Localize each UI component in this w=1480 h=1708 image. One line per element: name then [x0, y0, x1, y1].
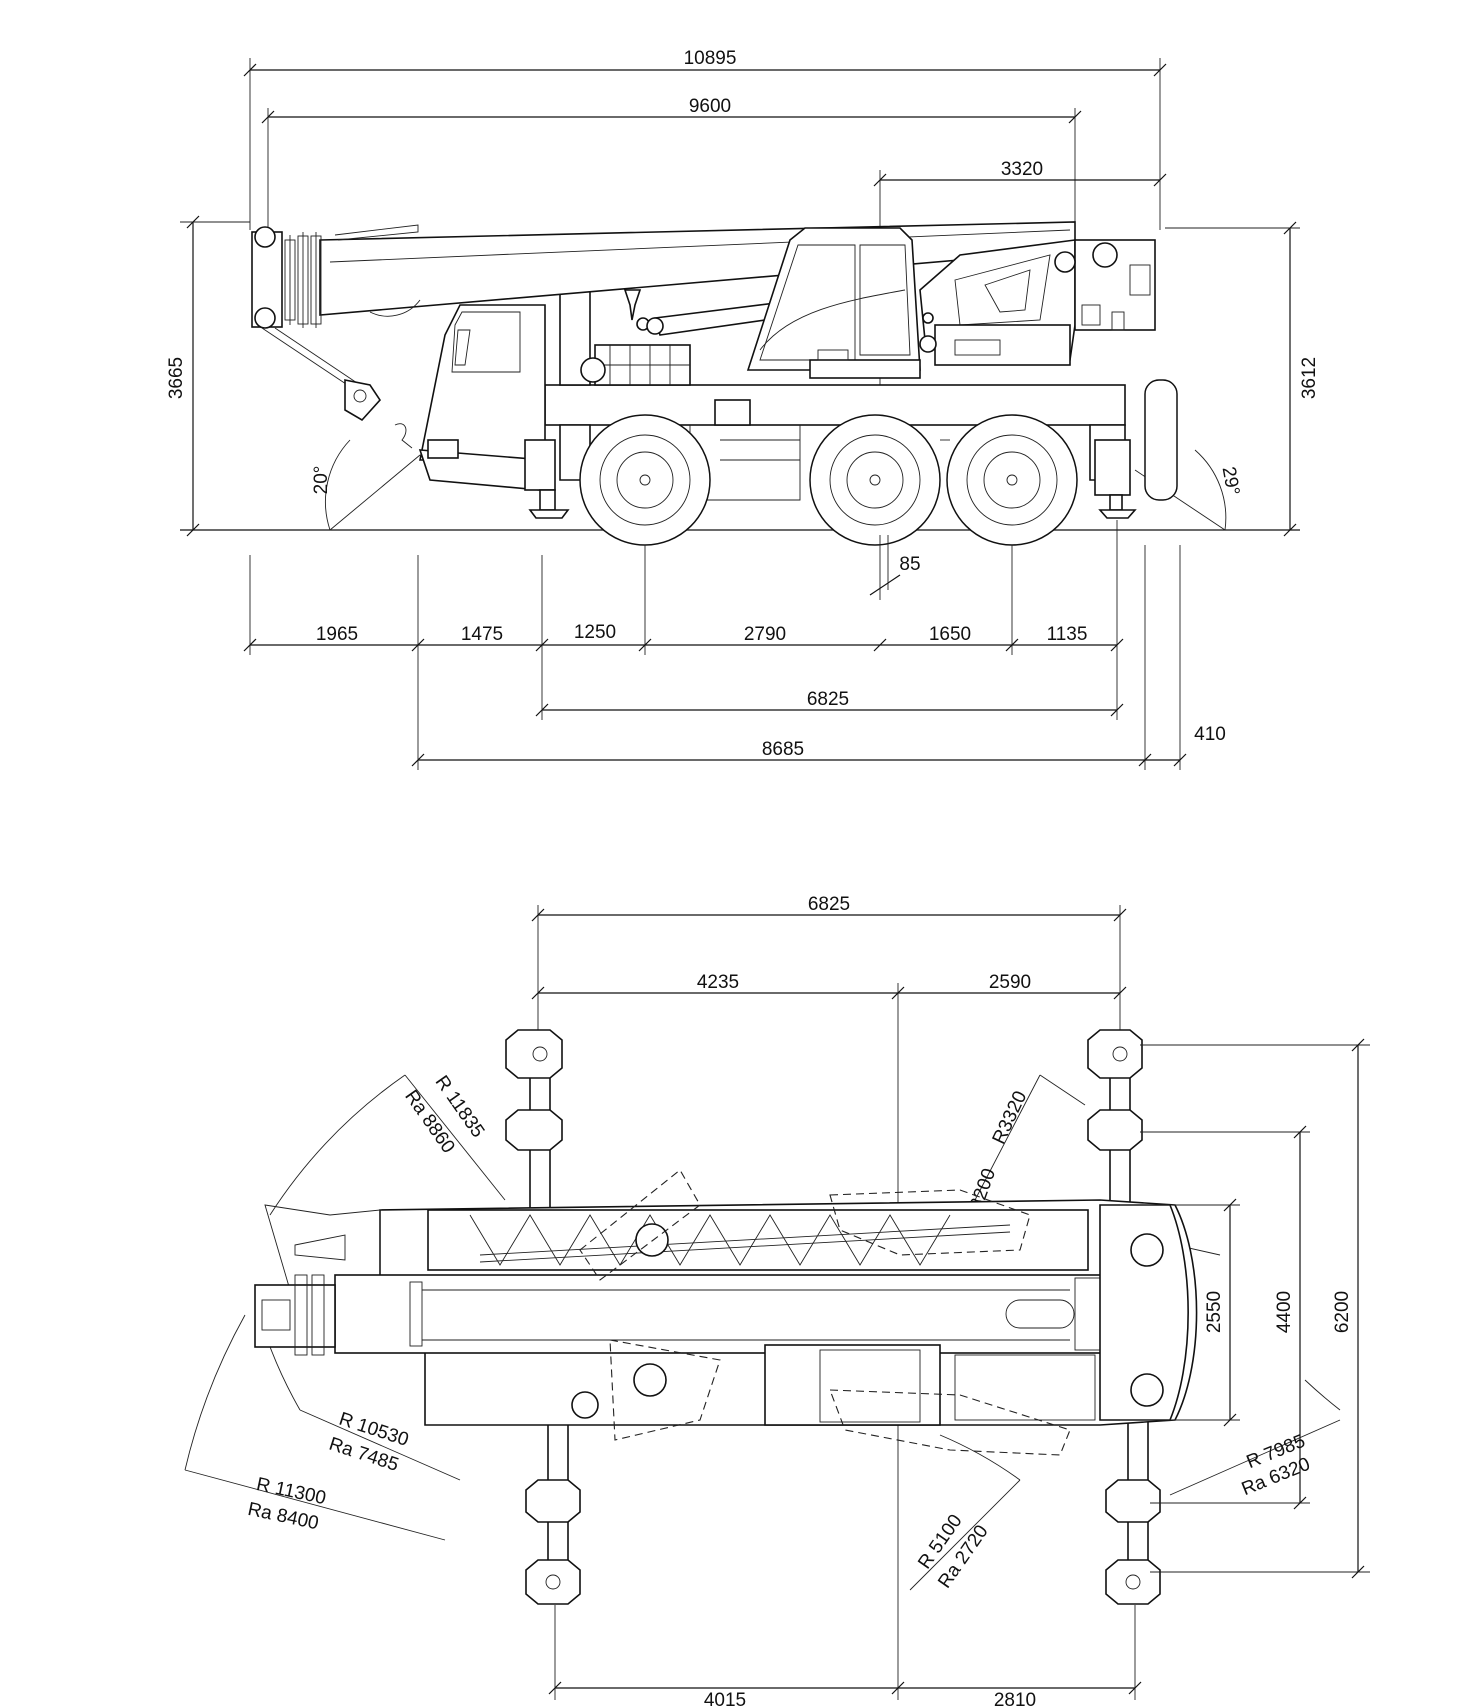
axle2-to-axle3-label: 1650: [929, 624, 971, 645]
overall-length-label: 10895: [684, 48, 737, 69]
side-view: 10895 9600 3320 3665 3612: [166, 48, 1320, 770]
wheel-3: [946, 414, 1078, 546]
side-angles: 20° 29°: [311, 439, 1244, 531]
side-top-dimensions: 10895 9600 3320: [243, 48, 1167, 535]
rear-slew-label: 3320: [1001, 159, 1043, 180]
outriggers-top: [505, 1029, 1161, 1605]
outrigger-base-label: 6825: [807, 689, 849, 710]
boom-top: [334, 1274, 1131, 1354]
front-overhang-label: 1475: [461, 624, 503, 645]
bottom-front-to-slew-label: 4015: [704, 1690, 746, 1708]
rear-overhang-label: 410: [1194, 724, 1226, 745]
spare-wheel: [1144, 379, 1178, 501]
slew-to-rear-label: 2590: [989, 972, 1031, 993]
wheel-1: [579, 414, 711, 546]
outrigger-to-axle1-label: 1250: [574, 622, 616, 643]
carrier-cab: [419, 304, 546, 461]
side-bottom-dimensions: 1965 1475 1250 2790 1650 1135 6825 8685 …: [243, 520, 1226, 770]
chassis-length-label: 8685: [762, 739, 804, 760]
bottom-slew-to-rear-label: 2810: [994, 1690, 1036, 1708]
crane-side-silhouette: [251, 221, 1178, 546]
wheel-2: [809, 414, 941, 546]
axle3-to-outrigger-label: 1135: [1047, 624, 1088, 645]
mid-outrigger-width-label: 4400: [1274, 1291, 1295, 1333]
cab-top: [764, 1344, 941, 1426]
approach-angle-label: 20°: [311, 466, 332, 495]
top-view-bottom-dimensions: 4015 2810: [548, 1605, 1142, 1708]
departure-angle-label: 29°: [1218, 465, 1244, 497]
top-view-width-dimensions: 2550 4400 6200: [1120, 1038, 1370, 1579]
boom-length-label: 9600: [689, 96, 731, 117]
chassis-width-label: 2550: [1204, 1291, 1225, 1333]
rear-height-label: 3612: [1299, 357, 1320, 399]
crane-top-silhouette: [254, 1169, 1198, 1456]
front-to-slew-label: 4235: [697, 972, 739, 993]
top-outrigger-base-label: 6825: [808, 894, 850, 915]
full-outrigger-width-label: 6200: [1332, 1291, 1353, 1333]
small-offset-dim: 85: [869, 535, 921, 600]
side-height-dimensions: 3665 3612: [166, 215, 1320, 537]
front-boom-overhang-label: 1965: [316, 624, 358, 645]
rear-radius-label: R3320: [989, 1088, 1032, 1148]
front-height-label: 3665: [166, 357, 187, 399]
top-view: 6825 4235 2590 R 11835 Ra 8860 R3320 R 3…: [184, 894, 1370, 1708]
axle1-to-axle2-label: 2790: [744, 624, 786, 645]
small-offset-label: 85: [899, 554, 920, 575]
